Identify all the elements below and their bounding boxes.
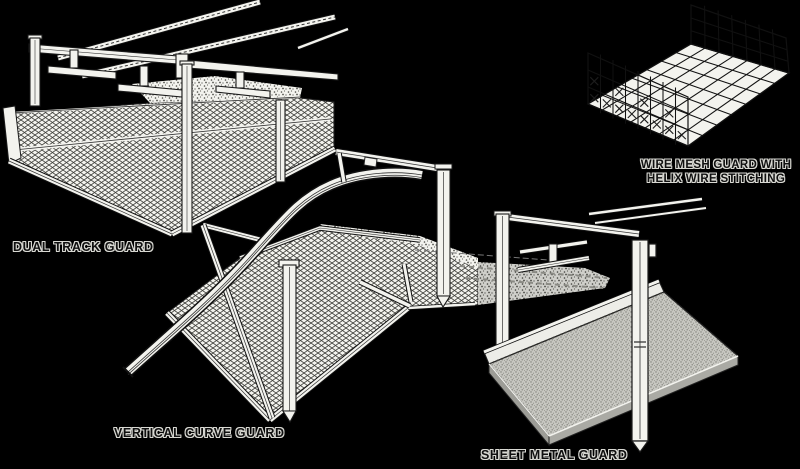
caption-wire-mesh-line1: WIRE MESH GUARD WITH [640, 159, 792, 171]
wire-mesh-guard-illustration [586, 4, 791, 147]
conveyor-fade-speckle [478, 262, 610, 305]
caption-wire-mesh-line2: HELIX WIRE STITCHING [646, 172, 786, 185]
dual-track-frame [27, 34, 339, 234]
dual-track-guard-illustration [2, 0, 349, 238]
figure-dual-track-guard [0, 0, 350, 265]
figure-wire-mesh-guard [580, 0, 800, 160]
caption-sheet-metal-guard: SHEET METAL GUARD [481, 448, 628, 462]
helix-wire-stitching [589, 76, 687, 140]
wire-mesh-back-wall [690, 4, 790, 74]
caption-wire-mesh-guard: WIRE MESH GUARD WITH HELIX WIRE STITCHIN… [630, 159, 800, 186]
vertical-curve-guard-illustration [122, 148, 610, 424]
wire-mesh-front-wall [587, 52, 689, 147]
sheet-guard-rails [588, 197, 707, 225]
curve-guard-top-frame [335, 148, 453, 309]
sheet-guard-front-post [630, 239, 657, 454]
caption-dual-track-guard: DUAL TRACK GUARD [13, 240, 154, 254]
figure-vertical-curve-guard [115, 138, 615, 449]
sheet-metal-guard-illustration [483, 197, 740, 454]
sheet-metal-pan [483, 278, 740, 447]
curve-guard-left-frame [199, 221, 276, 420]
vertical-curve-band [122, 167, 423, 378]
i-beam-hanger [139, 65, 149, 87]
i-beam-hanger [235, 71, 245, 89]
curve-guard-braces [358, 263, 414, 309]
curve-guard-center-post [278, 259, 300, 424]
caption-vertical-curve-guard: VERTICAL CURVE GUARD [114, 426, 285, 440]
figure-sheet-metal-guard [465, 196, 750, 462]
i-beam-hanger [69, 49, 79, 69]
flange-rivet-row [488, 291, 665, 365]
